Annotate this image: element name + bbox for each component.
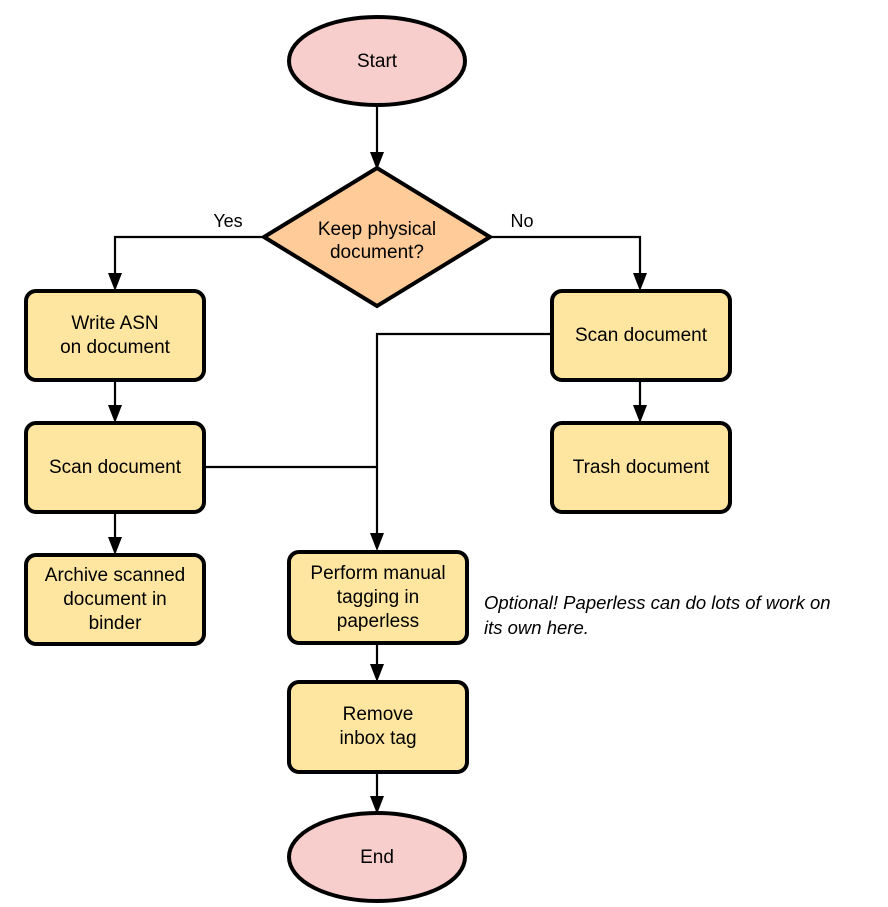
edge-line — [490, 235, 642, 280]
end-ellipse — [287, 811, 467, 903]
node-archive-label-line2: document in — [63, 589, 167, 610]
edge-remove-inbox-to-end — [370, 772, 384, 814]
edge-label-yes: Yes — [213, 211, 242, 231]
decision-diamond — [260, 165, 494, 309]
scan-right-rect — [550, 289, 732, 382]
edge-decision-yes-to-write-asn — [108, 235, 264, 291]
scan-left-rect — [24, 421, 206, 514]
note-optional-line2: its own here. — [484, 617, 589, 638]
node-tagging-label-line3: paperless — [337, 611, 419, 632]
edge-scan-right-to-trash — [633, 381, 647, 423]
archive-rect — [24, 553, 206, 646]
edge-scan-left-to-archive — [108, 513, 122, 555]
edge-scan-right-to-tagging — [370, 332, 552, 551]
edge-line — [113, 235, 264, 280]
arrow-head-icon — [370, 152, 384, 170]
note-optional-line1: Optional! Paperless can do lots of work … — [484, 592, 831, 613]
node-write-asn-on-document[interactable]: Write ASN on document — [24, 289, 206, 382]
node-write-asn-label-line2: on document — [60, 337, 171, 358]
tagging-rect — [287, 550, 469, 645]
node-remove-inbox-label-line1: Remove — [343, 704, 414, 725]
edge-write-asn-to-scan-left — [108, 381, 122, 423]
node-decision-label-line2: document? — [330, 242, 424, 263]
note-optional-paperless: Optional! Paperless can do lots of work … — [484, 592, 831, 638]
node-archive-label-line1: Archive scanned — [45, 565, 185, 586]
arrow-head-icon — [108, 273, 122, 291]
arrow-head-icon — [370, 796, 384, 814]
start-ellipse — [287, 15, 467, 107]
node-write-asn-label-line1: Write ASN — [71, 313, 158, 334]
node-end[interactable]: End — [287, 811, 467, 903]
edge-line — [375, 332, 552, 540]
arrow-head-icon — [108, 405, 122, 423]
node-decision-label-line1: Keep physical — [318, 219, 436, 240]
write-asn-rect — [24, 289, 206, 382]
arrow-head-icon — [108, 537, 122, 555]
node-perform-manual-tagging[interactable]: Perform manual tagging in paperless — [287, 550, 469, 645]
edge-label-no: No — [510, 211, 533, 231]
node-remove-inbox-label-line2: inbox tag — [339, 728, 416, 749]
node-tagging-label-line1: Perform manual — [310, 563, 445, 584]
node-end-label: End — [360, 847, 394, 868]
node-archive-scanned-document[interactable]: Archive scanned document in binder — [24, 553, 206, 646]
node-remove-inbox-tag[interactable]: Remove inbox tag — [287, 680, 469, 774]
node-tagging-label-line2: tagging in — [337, 587, 419, 608]
node-trash-label: Trash document — [573, 457, 710, 478]
node-scan-left-label: Scan document — [49, 457, 182, 478]
arrow-head-icon — [633, 273, 647, 291]
edge-start-to-decision — [370, 101, 384, 170]
arrow-head-icon — [633, 405, 647, 423]
node-start[interactable]: Start — [287, 15, 467, 107]
arrow-head-icon — [370, 533, 384, 551]
node-scan-document-left[interactable]: Scan document — [24, 421, 206, 514]
trash-rect — [550, 421, 732, 514]
node-decision-keep-physical-document[interactable]: Keep physical document? — [260, 165, 494, 309]
arrow-head-icon — [370, 664, 384, 682]
node-scan-document-right[interactable]: Scan document — [550, 289, 732, 382]
node-start-label: Start — [357, 51, 398, 72]
edge-tagging-to-remove-inbox — [370, 644, 384, 682]
node-scan-right-label: Scan document — [575, 325, 708, 346]
edge-decision-no-to-scan-right — [490, 235, 647, 291]
remove-inbox-rect — [287, 680, 469, 774]
node-archive-label-line3: binder — [89, 613, 142, 634]
node-trash-document[interactable]: Trash document — [550, 421, 732, 514]
